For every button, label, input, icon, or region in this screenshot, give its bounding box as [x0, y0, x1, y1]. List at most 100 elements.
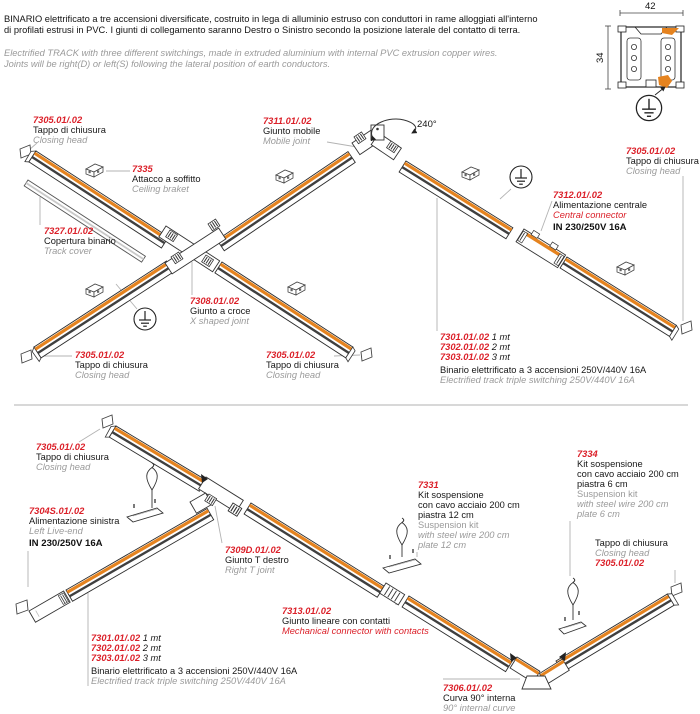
track-code-row: 7301.01/.02 1 mt — [91, 633, 161, 643]
part-name-it: Binario elettrificato a 3 accensioni 250… — [440, 365, 647, 375]
label-closing-head-bottom-left: 7305.01/.02 Tappo di chiusura Closing he… — [75, 350, 148, 380]
part-name-en: Electrified track triple switching 250V/… — [91, 676, 286, 686]
label-t-joint: 7309D.01/.02 Giunto T destro Right T joi… — [225, 545, 289, 575]
closing-head-plate — [101, 414, 114, 429]
part-name-en: Mechanical connector with contacts — [282, 626, 429, 636]
label-closing-head-b-right: Tappo di chiusura Closing head 7305.01/.… — [595, 538, 668, 568]
part-code: 7305.01/.02 — [595, 558, 645, 568]
label-mobile-joint: 7311.01/.02 Giunto mobile Mobile joint — [263, 116, 320, 146]
linear-connector — [379, 582, 406, 606]
part-code: 7331 — [418, 480, 439, 490]
closing-head-plate — [20, 349, 33, 364]
track-segment — [65, 507, 215, 602]
part-name-it: Tappo di chiusura — [595, 538, 668, 548]
label-left-live-end: 7304S.01/.02 Alimentazione sinistra Left… — [29, 506, 119, 549]
label-x-joint: 7308.01/.02 Giunto a croce X shaped join… — [190, 296, 250, 326]
part-name-en: 90° internal curve — [443, 703, 516, 713]
part-code: 7334 — [577, 449, 598, 459]
dim-width-label: 42 — [645, 1, 656, 12]
part-code: 7305.01/.02 — [626, 146, 676, 156]
track-segment — [24, 150, 170, 249]
track-segment — [559, 256, 680, 341]
part-name-it: Tappo di chiusura — [75, 360, 148, 370]
dim-height-label: 34 — [595, 52, 606, 63]
ceiling-bracket-clip — [85, 283, 104, 298]
ceiling-bracket-clip — [616, 261, 635, 276]
electrical-rating: IN 230/250V 16A — [29, 538, 103, 549]
track-segment — [243, 502, 385, 598]
track-code-row: 7303.01/.02 3 mt — [440, 352, 510, 362]
part-name-it: Giunto T destro — [225, 555, 289, 565]
part-name-en: Closing head — [75, 370, 130, 380]
label-linear-joint: 7313.01/.02 Giunto lineare con contatti … — [282, 606, 429, 636]
earth-symbol — [635, 94, 663, 122]
part-name-it: Giunto a croce — [190, 306, 251, 316]
part-code: 7313.01/.02 — [282, 606, 332, 616]
ceiling-bracket-clip — [85, 163, 104, 178]
rotation-angle-label: 240° — [417, 119, 437, 130]
earth-symbol — [509, 165, 533, 189]
earth-contact-bottom — [658, 75, 672, 88]
part-code: 7335 — [132, 164, 153, 174]
closing-head-plate — [680, 320, 693, 335]
part-name-it: Tappo di chiusura — [266, 360, 339, 370]
part-name-en: Right T joint — [225, 565, 275, 575]
label-track-codes-top: 7301.01/.02 1 mt 7302.01/.02 2 mt 7303.0… — [440, 332, 646, 385]
part-name-it: Tappo di chiusura — [33, 125, 106, 135]
label-curve-90: 7306.01/.02 Curva 90° interna 90° intern… — [443, 683, 515, 713]
part-code: 7305.01/.02 — [33, 115, 83, 125]
track-segment — [555, 593, 680, 673]
part-code: 7306.01/.02 — [443, 683, 493, 693]
intro-text-en-line1: Electrified TRACK with three different s… — [4, 48, 498, 58]
curve-90-joint — [509, 652, 570, 690]
t-joint — [189, 474, 244, 517]
intro-text-en-line2: Joints will be right(D) or left(S) follo… — [4, 59, 331, 69]
label-closing-head-top-right: 7305.01/.02 Tappo di chiusura Closing he… — [626, 146, 699, 176]
label-suspension-kit-6: 7334 Kit sospensione con cavo acciaio 20… — [577, 449, 679, 519]
track-segment — [398, 160, 514, 240]
label-ceiling-bracket: 7335 Attacco a soffitto Ceiling braket — [132, 164, 201, 194]
part-name-en: Closing head — [36, 462, 91, 472]
central-connector — [515, 228, 567, 269]
label-central-connector: 7312.01/.02 Alimentazione centrale Centr… — [553, 190, 647, 233]
track-segment — [401, 595, 514, 673]
part-name-en: Closing head — [266, 370, 321, 380]
label-closing-head-top-left: 7305.01/.02 Tappo di chiusura Closing he… — [33, 115, 106, 145]
cross-section-profile: 42 34 — [595, 1, 685, 122]
track-segment — [216, 151, 356, 252]
suspension-kit — [382, 517, 422, 574]
part-code: 7311.01/.02 — [263, 116, 312, 126]
part-name-it: Tappo di chiusura — [36, 452, 109, 462]
part-name-en: Electrified track triple switching 250V/… — [440, 375, 635, 385]
suspension-kit — [126, 462, 164, 523]
earth-symbol — [133, 307, 157, 331]
part-name-it: Copertura binario — [44, 236, 116, 246]
part-name-en: Ceiling braket — [132, 184, 189, 194]
label-track-codes-bottom: 7301.01/.02 1 mt 7302.01/.02 2 mt 7303.0… — [91, 633, 297, 686]
electrical-rating: IN 230/250V 16A — [553, 222, 627, 233]
part-code: 7305.01/.02 — [75, 350, 125, 360]
ceiling-bracket-clip — [287, 281, 306, 296]
track-segment — [214, 261, 356, 363]
part-name-it: Curva 90° interna — [443, 693, 516, 703]
live-end-connector — [15, 590, 71, 623]
ceiling-bracket-clip — [275, 169, 294, 184]
part-name-en: Closing head — [33, 135, 88, 145]
label-track-cover: 7327.01/.02 Copertura binario Track cove… — [44, 226, 116, 256]
part-name-it: Giunto lineare con contatti — [282, 616, 391, 626]
part-code: 7308.01/.02 — [190, 296, 240, 306]
part-code: 7305.01/.02 — [36, 442, 86, 452]
closing-head-plate — [360, 347, 373, 362]
part-name-it: Alimentazione centrale — [553, 200, 648, 210]
part-name-it: Attacco a soffitto — [132, 174, 201, 184]
label-closing-head-bottom-right: 7305.01/.02 Tappo di chiusura Closing he… — [266, 350, 339, 380]
track-code-row: 7302.01/.02 2 mt — [91, 643, 161, 653]
part-name-en: Closing head — [626, 166, 681, 176]
part-name-it: Giunto mobile — [263, 126, 321, 136]
part-name-en: Track cover — [44, 246, 92, 256]
intro-text-it-line2: di profilati estrusi in PVC. I giunti di… — [4, 25, 521, 35]
part-name-en: Mobile joint — [263, 136, 311, 146]
x-joint — [158, 218, 227, 275]
